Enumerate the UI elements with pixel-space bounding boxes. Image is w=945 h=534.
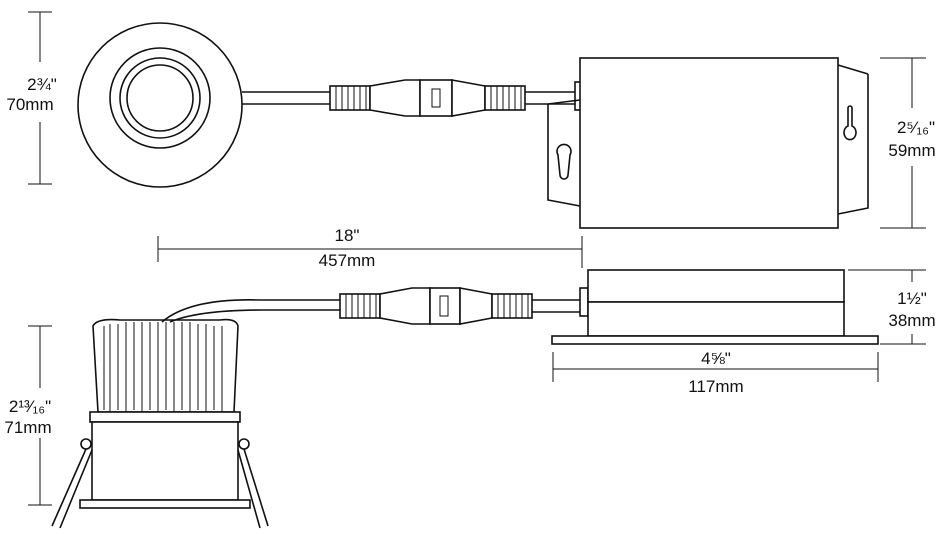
driver-depth-metric: 38mm xyxy=(888,311,935,330)
light-height-imperial: 2¹³⁄₁₆" xyxy=(9,397,51,416)
top-cable xyxy=(242,91,575,105)
top-light-height-metric: 70mm xyxy=(6,95,53,114)
downlight-side-view xyxy=(51,299,340,529)
driver-length-metric: 117mm xyxy=(688,377,743,396)
top-light-height-imperial: 2¾" xyxy=(27,75,57,94)
driver-length-imperial: 4⅝" xyxy=(701,349,731,368)
light-height-metric: 71mm xyxy=(4,418,51,437)
cable-length-metric: 457mm xyxy=(319,251,376,270)
top-connector xyxy=(329,79,526,117)
dimension-labels: 2¾" 70mm 2⁵⁄₁₆" 59mm 18" 457mm 1½" 38mm … xyxy=(4,75,935,437)
cable-length-imperial: 18" xyxy=(335,226,360,245)
driver-side-view xyxy=(551,269,879,345)
dimension-lines xyxy=(28,11,926,506)
driver-top-view xyxy=(547,57,869,229)
downlight-top-view xyxy=(77,22,243,188)
driver-height-metric: 59mm xyxy=(888,141,935,160)
driver-depth-imperial: 1½" xyxy=(897,289,927,308)
side-connector xyxy=(339,287,580,325)
driver-height-imperial: 2⁵⁄₁₆" xyxy=(897,118,935,137)
